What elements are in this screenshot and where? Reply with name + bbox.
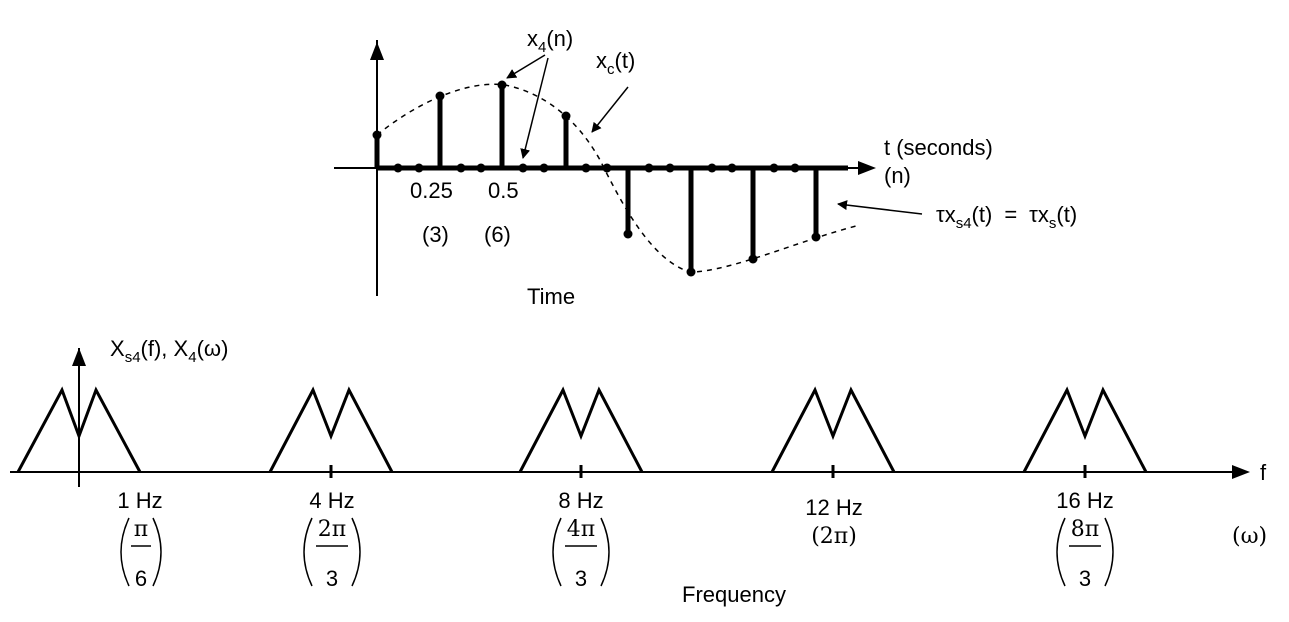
hz-label: 16 Hz [1056, 488, 1113, 513]
sample-dot [727, 163, 737, 173]
t-seconds-label: t (seconds) [884, 135, 993, 160]
spectrum-label: Xs4(f), X4(ω) [110, 336, 228, 366]
freq-tick-label-16hz: 16 Hz 8π 3 [1056, 488, 1113, 591]
sample-dot [414, 163, 424, 173]
sample-dot [456, 163, 466, 173]
scaled-signal-label: τxs4(t)=τxs(t) [936, 202, 1077, 232]
arrow-scaled-to-stem [837, 200, 923, 215]
arrow-x4-to-peak [506, 54, 546, 79]
hz-label: 4 Hz [309, 488, 354, 513]
time-plot: x4(n) xc(t) t (seconds) (n) 0.25 0.5 (3)… [334, 26, 1077, 309]
sample-dot [372, 130, 382, 140]
frac-numerator: π [134, 517, 148, 542]
time-horizontal-axis-arrow [858, 161, 876, 175]
sample-dot [769, 163, 779, 173]
frequency-caption: Frequency [682, 582, 786, 607]
freq-tick-label-4hz: 4 Hz 2π 3 [303, 488, 361, 591]
frac-numerator: 4π [567, 517, 595, 542]
sample-dot [644, 163, 654, 173]
frac-numerator: 8π [1071, 517, 1099, 542]
right-paren [1104, 517, 1114, 587]
left-paren [303, 517, 313, 587]
sample-dot [581, 163, 591, 173]
time-caption: Time [527, 284, 575, 309]
frac-denominator: 3 [575, 566, 587, 591]
frequency-plot: Xs4(f), X4(ω) f (ω) 1 Hz π 6 4 Hz 2π 3 8… [10, 336, 1267, 607]
hz-label: 8 Hz [558, 488, 603, 513]
hz-label: 12 Hz [805, 495, 862, 520]
spectrum-replica-16hz [1022, 386, 1148, 473]
sample-dot [497, 80, 507, 90]
freq-tick-label-12hz: 12 Hz (2π) [805, 495, 862, 549]
spectrum-replica-0 [16, 386, 142, 473]
left-paren [1056, 517, 1066, 587]
sample-dot [539, 163, 549, 173]
sample-dot [707, 163, 717, 173]
frac-denominator: 3 [1079, 566, 1091, 591]
spectrum-replica-4hz [268, 386, 394, 473]
sample-dot [748, 254, 758, 264]
freq-tick-label-1hz: 1 Hz π 6 [117, 488, 162, 591]
tick-0-5: 0.5 [488, 178, 519, 203]
time-vertical-axis-arrow [370, 42, 384, 60]
hz-label: 1 Hz [117, 488, 162, 513]
right-paren [600, 517, 610, 587]
sample-dot [561, 111, 571, 121]
sample-dot [518, 163, 528, 173]
spectrum-replica-8hz [518, 386, 644, 473]
sample-dot [602, 163, 612, 173]
sample-dot [665, 163, 675, 173]
continuous-signal-curve [376, 83, 861, 273]
right-paren [351, 517, 361, 587]
arrow-xc-to-curve [591, 86, 629, 133]
arrow-x4-to-zero [520, 57, 549, 159]
index-6: (6) [484, 222, 511, 247]
sample-dot [435, 91, 445, 101]
omega-axis-label: (ω) [1232, 524, 1267, 549]
x4n-label: x4(n) [527, 26, 573, 56]
sample-dot [790, 163, 800, 173]
right-paren [152, 517, 162, 587]
sample-dot [476, 163, 486, 173]
freq-tick-label-8hz: 8 Hz 4π 3 [552, 488, 610, 591]
left-paren [120, 517, 130, 587]
index-3: (3) [422, 222, 449, 247]
freq-vertical-axis-arrow [72, 348, 86, 366]
frac-numerator: 2π [318, 517, 346, 542]
xct-label: xc(t) [596, 48, 635, 78]
omega-value: (2π) [811, 524, 857, 549]
frac-denominator: 3 [326, 566, 338, 591]
f-axis-label: f [1260, 460, 1267, 485]
spectrum-replica-12hz [770, 386, 896, 473]
sample-dot [811, 232, 821, 242]
left-paren [552, 517, 562, 587]
sample-dot [623, 229, 633, 239]
frac-denominator: 6 [135, 566, 147, 591]
sample-dots [372, 80, 821, 277]
freq-horizontal-axis-arrow [1232, 465, 1250, 479]
sample-dot [686, 267, 696, 277]
sample-dot [393, 163, 403, 173]
tick-0-25: 0.25 [410, 178, 453, 203]
n-axis-label: (n) [884, 163, 911, 188]
